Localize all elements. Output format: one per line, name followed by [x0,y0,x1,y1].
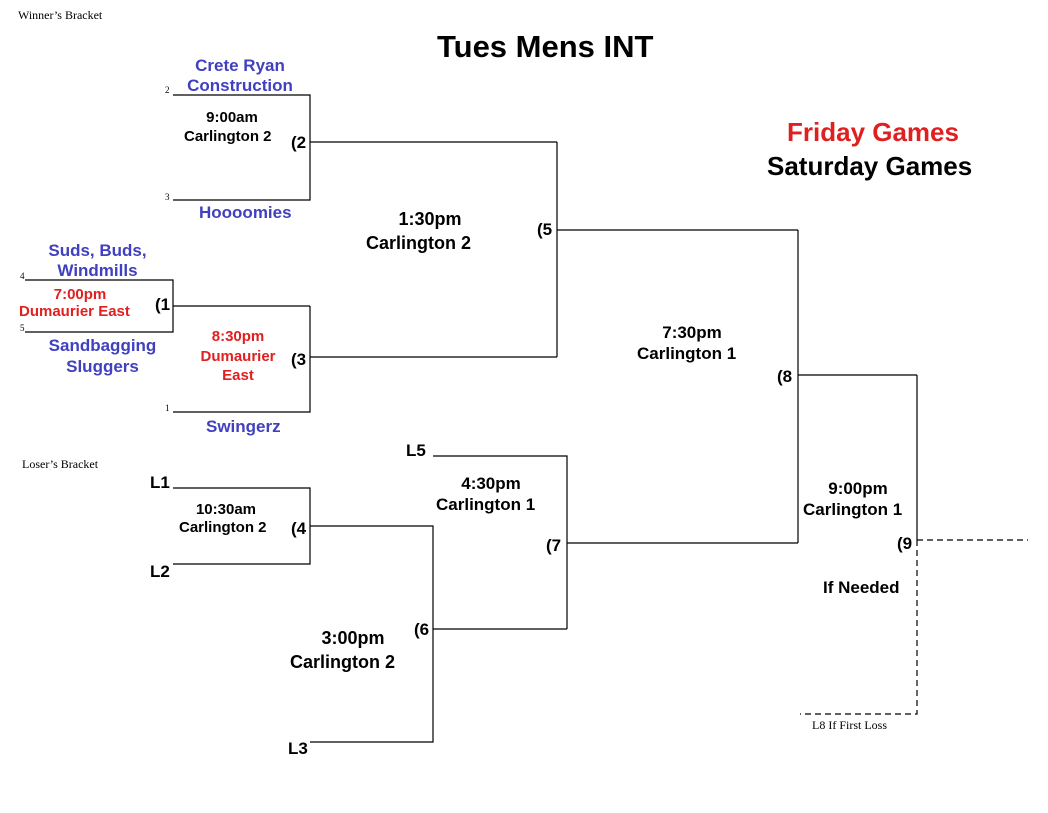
game-4-out [310,525,434,743]
game-3-time: 8:30pm [211,328,265,345]
team-sandbagging: Sandbagging Sluggers [48,336,157,376]
game-4-number: (4 [291,519,307,538]
game-9-time: 9:00pm [828,479,888,498]
game-4-time: 10:30am [195,501,257,518]
game-9-number: (9 [897,534,913,553]
loser-l2: L2 [150,562,170,581]
game-5-time: 1:30pm [398,209,462,229]
game-1-time: 7:00pm [53,286,107,303]
loser-l8-note: L8 If First Loss [812,718,887,732]
game-8-number: (8 [777,367,793,386]
legend-friday: Friday Games [787,117,959,147]
game-1-field: Dumaurier East [19,303,130,320]
game-2-number: (2 [291,133,307,152]
game-7-connector [433,455,568,629]
team-swingerz: Swingerz [206,417,281,436]
game-3-connector [173,306,311,413]
game-6-time: 3:00pm [321,628,385,648]
loser-l5: L5 [406,441,426,460]
seed-1: 1 [165,403,170,413]
game-2-field: Carlington 2 [184,128,272,145]
game-7-field: Carlington 1 [436,495,536,514]
seed-3: 3 [165,192,170,202]
page-title: Tues Mens INT [437,29,654,64]
seed-2: 2 [165,85,170,95]
legend-saturday: Saturday Games [767,151,973,181]
game-9-note: If Needed [823,578,900,597]
game-6-field: Carlington 2 [290,652,396,672]
game-2-time: 9:00am [206,109,258,126]
game-9-field: Carlington 1 [803,500,903,519]
loser-l1: L1 [150,473,170,492]
game-7-time: 4:30pm [461,474,521,493]
seed-5: 5 [20,323,25,333]
game-1-number: (1 [155,295,171,314]
game-3-field: Dumaurier East [200,348,276,384]
game-9-connector [800,540,918,715]
losers-bracket-label: Loser’s Bracket [22,457,99,471]
game-8-field: Carlington 1 [637,344,737,363]
team-crete-ryan: Crete Ryan Construction [187,56,293,95]
team-hoooomies: Hoooomies [199,203,292,222]
winners-bracket-label: Winner’s Bracket [18,8,103,22]
game-3-number: (3 [291,350,307,369]
game-7-number: (7 [546,536,562,555]
seed-4: 4 [20,271,25,281]
game-4-field: Carlington 2 [179,519,267,536]
game-5-number: (5 [537,220,553,239]
loser-l3: L3 [288,739,308,758]
game-2-connector [173,94,311,201]
game-8-time: 7:30pm [662,323,722,342]
game-6-number: (6 [414,620,430,639]
team-suds-buds: Suds, Buds, Windmills [48,241,147,280]
game-5-field: Carlington 2 [366,233,472,253]
